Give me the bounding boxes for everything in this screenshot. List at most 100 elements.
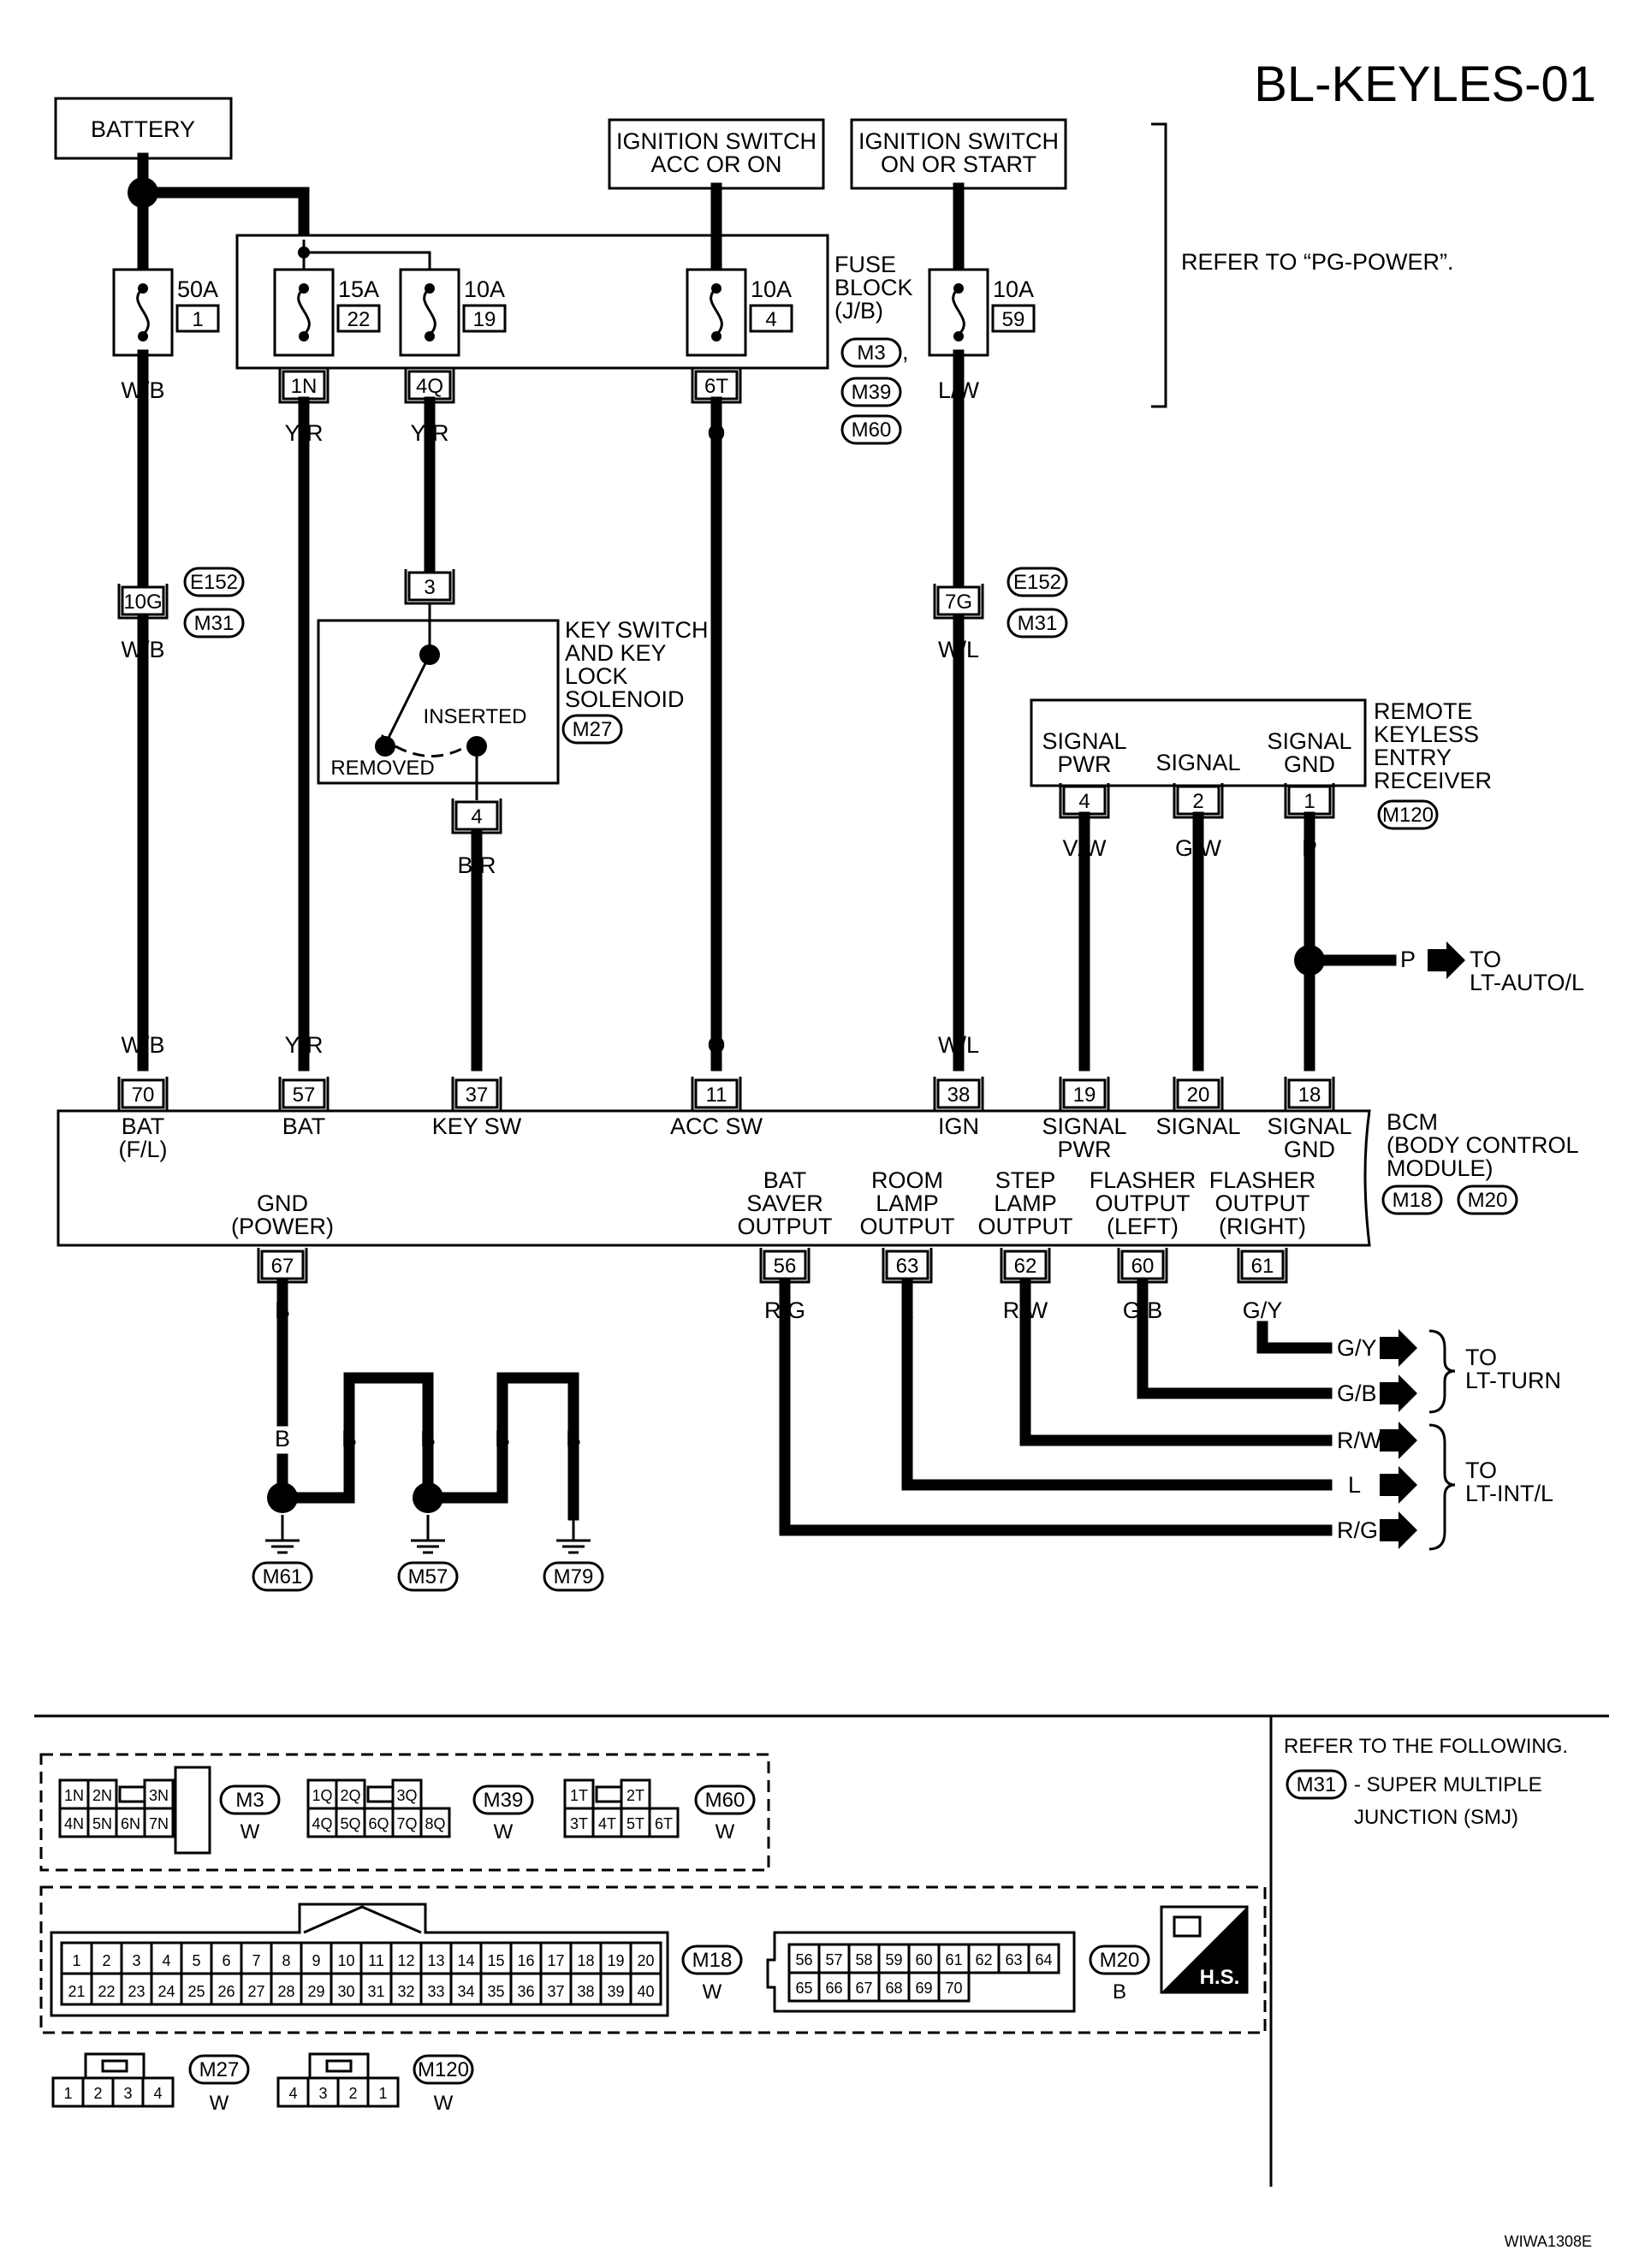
cavity-number: 66 — [825, 1980, 842, 1997]
key-switch-connector-m27: M27 — [561, 714, 623, 745]
inserted-label: INSERTED — [424, 705, 527, 728]
ignition-on-box — [850, 118, 1067, 190]
connector-cavity — [270, 1972, 303, 2006]
smj-terminal-10g: 10G — [117, 584, 169, 620]
cavity-number: 4 — [162, 1952, 170, 1969]
terminal-number: 19 — [1073, 1084, 1096, 1107]
cavity-number: 4N — [64, 1815, 84, 1832]
legend-connector-m60: M60 — [694, 1784, 756, 1815]
smj-connector-e152: E152 — [183, 567, 245, 597]
connector-cavity — [86, 1807, 118, 1838]
cavity-number: 60 — [915, 1951, 932, 1968]
bcm-terminal: 61 — [1237, 1248, 1288, 1284]
cavity-number: 34 — [457, 1983, 474, 2000]
bcm-pin-label: BAT(F/L) — [119, 1113, 168, 1162]
terminal-number: 4 — [1078, 790, 1090, 813]
bcm-terminal: 57 — [278, 1077, 330, 1113]
cavity-number: 2N — [92, 1787, 112, 1804]
connector-color: W — [434, 2092, 454, 2115]
cavity-number: 32 — [397, 1983, 414, 2000]
fuse-rating: 10A — [751, 276, 792, 302]
harness-side-icon: H.S. — [1160, 1905, 1249, 1994]
cavity-number: 4T — [598, 1815, 616, 1832]
bcm-terminal: 63 — [882, 1248, 933, 1284]
cavity-number: 69 — [915, 1980, 932, 1997]
wire-color: W/L — [938, 1032, 979, 1058]
ground-connector: M61 — [252, 1561, 313, 1592]
fuse-number: 59 — [1002, 308, 1025, 331]
terminal-number: 6T — [704, 375, 728, 398]
connector-cavity — [58, 1778, 90, 1810]
terminal-number: 10G — [123, 591, 162, 614]
cavity-number: 64 — [1035, 1951, 1052, 1968]
cavity-number: 16 — [517, 1952, 534, 1969]
cavity-number: 3 — [318, 2085, 327, 2102]
terminal-number: 18 — [1298, 1084, 1321, 1107]
terminal-number: 4 — [471, 805, 482, 828]
terminal-number: 37 — [466, 1084, 489, 1107]
cavity-number: 36 — [517, 1983, 534, 2000]
bcm-terminal: 67 — [257, 1248, 308, 1284]
cavity-number: 56 — [795, 1951, 812, 1968]
connector-cavity — [847, 1971, 881, 2003]
cavity-number: 67 — [855, 1980, 872, 1997]
connector-id-text: M60 — [852, 419, 892, 442]
connector-id-text: M79 — [554, 1565, 594, 1588]
bcm-terminal: 20 — [1173, 1077, 1224, 1113]
terminal-number: 7G — [945, 591, 972, 614]
bcm-terminal: 60 — [1117, 1248, 1168, 1284]
connector-latch-slot — [101, 2059, 128, 2073]
connector-cavity — [1027, 1943, 1060, 1974]
cavity-number: 28 — [277, 1983, 294, 2000]
wire — [901, 1278, 1333, 1491]
cavity-number: 4Q — [312, 1815, 332, 1832]
receiver-terminal: 2 — [1173, 783, 1224, 819]
wire-color: W/L — [938, 637, 979, 662]
wire-color: O — [707, 420, 725, 446]
connector-id-text: M31 — [194, 612, 235, 635]
smj-connector-m31-right: M31 — [1007, 608, 1068, 638]
fuse-rating: 50A — [177, 276, 218, 302]
legend-connector-m27: M27 — [188, 2054, 250, 2085]
wire-color: V/W — [1063, 835, 1108, 861]
bcm-terminal: 11 — [691, 1077, 742, 1113]
cavity-number: 15 — [487, 1952, 504, 1969]
cavity-number: 2 — [102, 1952, 110, 1969]
wire-color: W/B — [122, 1032, 165, 1058]
arrow-right-icon — [1380, 1422, 1417, 1459]
cavity-number: 1N — [64, 1787, 84, 1804]
bcm-pin-label: SIGNAL — [1155, 1113, 1240, 1139]
connector-cavity — [276, 2076, 310, 2108]
connector-id-text: M60 — [705, 1789, 745, 1812]
connector-id-text: E152 — [190, 571, 238, 594]
receiver-terminal: 4 — [1059, 783, 1110, 819]
cavity-number: 1 — [378, 2085, 387, 2102]
bcm-terminal: 38 — [933, 1077, 984, 1113]
connector-cavity — [847, 1943, 881, 1974]
bcm-pin-label: IGN — [938, 1113, 979, 1139]
fuse-number: 22 — [347, 308, 371, 331]
connector-cavity — [389, 1972, 423, 2006]
cavity-number: 57 — [825, 1951, 842, 1968]
terminal-number: 2 — [1192, 790, 1203, 813]
cavity-number: 5 — [192, 1952, 200, 1969]
connector-id-text: M39 — [852, 381, 892, 404]
refer-bracket — [1151, 122, 1167, 408]
wire-color: Y/R — [410, 420, 448, 446]
terminal-number: 4Q — [416, 375, 443, 398]
cavity-number: 3N — [149, 1787, 169, 1804]
wire-color: G/B — [1337, 1380, 1377, 1406]
switch-contact — [383, 654, 431, 745]
cavity-number: 2 — [348, 2085, 357, 2102]
terminal-number: 60 — [1131, 1255, 1155, 1278]
connector-cavity — [81, 2076, 115, 2108]
bcm-terminal: 70 — [117, 1077, 169, 1113]
legend-frame-fuse-connectors — [39, 1753, 770, 1872]
wire-color: W/B — [122, 637, 165, 662]
fuse-terminal-4q: 4Q — [404, 368, 455, 404]
wire-color: G/Y — [1337, 1335, 1377, 1361]
